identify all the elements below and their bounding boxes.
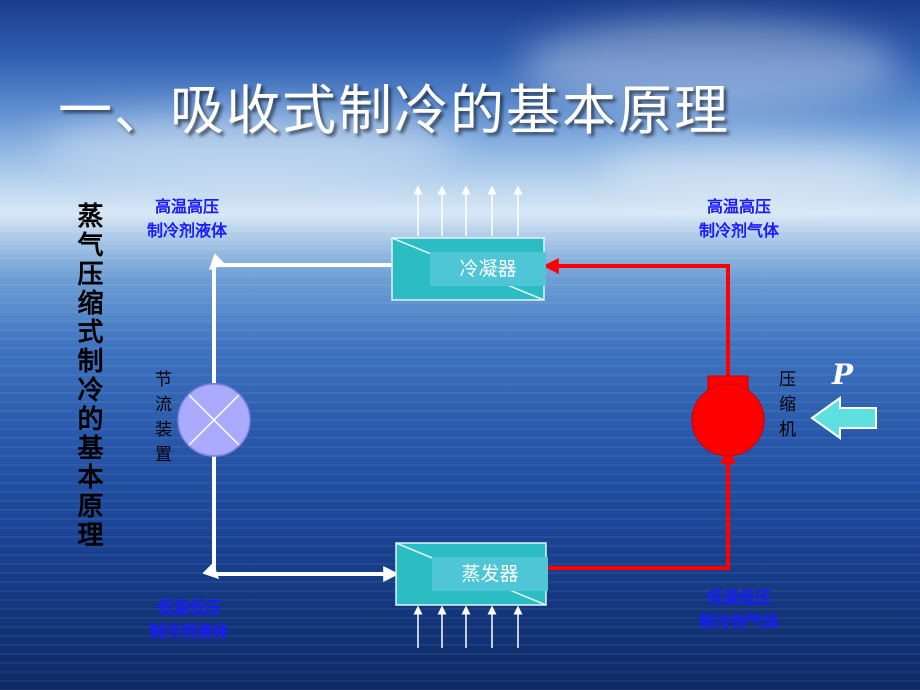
power-input-arrow: [810, 396, 877, 440]
state-high-liquid: 高温高压 制冷剂液体: [112, 195, 262, 243]
state-high-gas-line2: 制冷剂气体: [698, 221, 779, 240]
state-high-liquid-line2: 制冷剂液体: [146, 221, 227, 240]
page-title: 一、吸收式制冷的基本原理: [58, 79, 730, 142]
compressor: [691, 375, 765, 457]
state-low-gas: 低温低压 制冷剂气体: [664, 586, 814, 634]
pipe-evaporator-to-compressor: [546, 447, 736, 570]
power-label: P: [832, 358, 854, 391]
cloud: [600, 140, 900, 200]
heat-in-arrows: [413, 605, 523, 648]
water-ripples: [0, 230, 920, 690]
state-low-liquid: 低温低压 制冷剂液体: [114, 596, 264, 644]
state-low-liquid-line2: 制冷剂液体: [148, 622, 229, 641]
state-high-gas: 高温高压 制冷剂气体: [664, 195, 814, 243]
cloud: [40, 110, 460, 180]
compressor-label: 压缩机: [775, 370, 795, 445]
pipe-condenser-to-valve: [208, 253, 392, 383]
throttle-label: 节流装置: [151, 370, 171, 470]
state-low-liquid-line1: 低温低压: [156, 598, 221, 617]
pipe-valve-to-evaporator: [202, 456, 400, 582]
state-low-gas-line1: 低温低压: [706, 588, 771, 607]
heat-out-arrows: [413, 185, 523, 236]
cloud: [520, 20, 900, 110]
state-high-liquid-line1: 高温高压: [154, 197, 219, 216]
state-high-gas-line1: 高温高压: [706, 197, 771, 216]
throttle-valve: [177, 383, 251, 457]
evaporator-label: 蒸发器: [432, 557, 548, 591]
condenser-label: 冷凝器: [430, 252, 546, 286]
pipe-compressor-to-condenser: [542, 258, 730, 376]
state-low-gas-line2: 制冷剂气体: [698, 612, 779, 631]
sidebar-title: 蒸气压缩式制冷的基本原理: [73, 202, 103, 550]
